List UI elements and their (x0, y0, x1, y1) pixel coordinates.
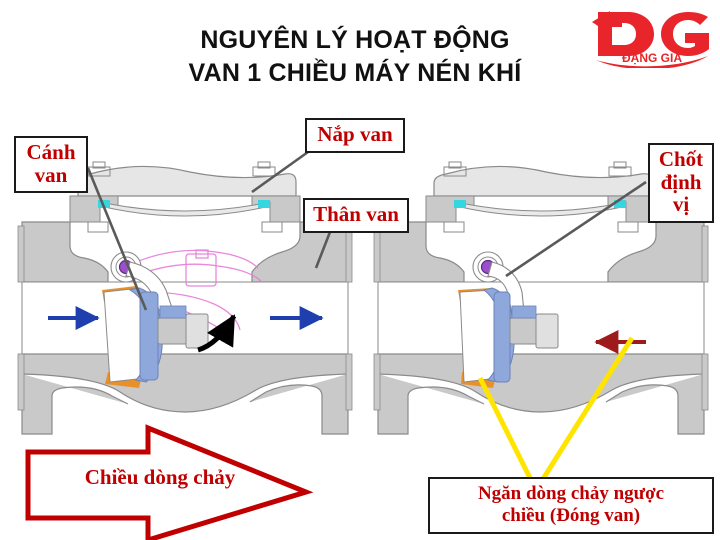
pointer-line-right (533, 336, 635, 492)
callout-canh-van: Cánh van (14, 136, 88, 194)
gasket-right-closed (614, 200, 626, 208)
callout-canh-van-line2: van (34, 162, 68, 187)
leader-canh-van (86, 167, 148, 311)
gasket-left-closed (454, 200, 466, 208)
page-title: NGUYÊN LÝ HOẠT ĐỘNG VAN 1 CHIỀU MÁY NÉN … (120, 24, 590, 90)
callout-chot-dinh-vi: Chốt định vị (648, 143, 714, 224)
valve-body-open (21, 221, 109, 283)
disc-swing-arrow (197, 314, 237, 353)
callout-nap-van-line1: Nắp van (317, 122, 393, 146)
callout-chot-line2: định (660, 169, 702, 194)
callout-nap-van: Nắp van (305, 118, 405, 153)
gasket-right-open (258, 200, 270, 208)
callout-than-van-line1: Thân van (313, 202, 399, 226)
valve-bonnet-open (77, 161, 297, 197)
pointer-line-left (477, 376, 539, 492)
leader-nap-van (251, 150, 309, 194)
callout-than-van: Thân van (303, 198, 409, 233)
valve-body-closed (377, 221, 465, 283)
reverse-flow-note: Ngăn dòng chảy ngược chiều (Đóng van) (428, 477, 714, 534)
valve-bonnet-closed (433, 161, 653, 197)
reverse-flow-note-line2: chiều (Đóng van) (501, 504, 641, 526)
disc-nut-closed (509, 305, 559, 349)
dang-gia-logo: ĐẶNG GIA (592, 11, 709, 68)
flow-direction-label: Chiều dòng chảy (84, 465, 236, 489)
reverse-flow-note-line1: Ngăn dòng chảy ngược (477, 483, 665, 504)
callout-chot-line1: Chốt (658, 147, 704, 171)
flow-direction-arrow-shape (25, 424, 314, 540)
leader-chot-dinh-vi (505, 180, 647, 278)
logo-wordmark: ĐẶNG GIA (622, 50, 682, 65)
hinge-assembly-closed (472, 251, 525, 315)
valve-open-diagram (17, 161, 353, 435)
disc-nut-open (157, 305, 209, 349)
callout-canh-van-line1: Cánh (26, 140, 76, 164)
callout-chot-line3: vị (672, 192, 690, 217)
valve-closed-diagram (373, 161, 709, 492)
leader-than-van (314, 231, 332, 269)
title-line-2: VAN 1 CHIỀU MÁY NÉN KHÍ (188, 59, 522, 87)
title-line-1: NGUYÊN LÝ HOẠT ĐỘNG (200, 26, 510, 54)
